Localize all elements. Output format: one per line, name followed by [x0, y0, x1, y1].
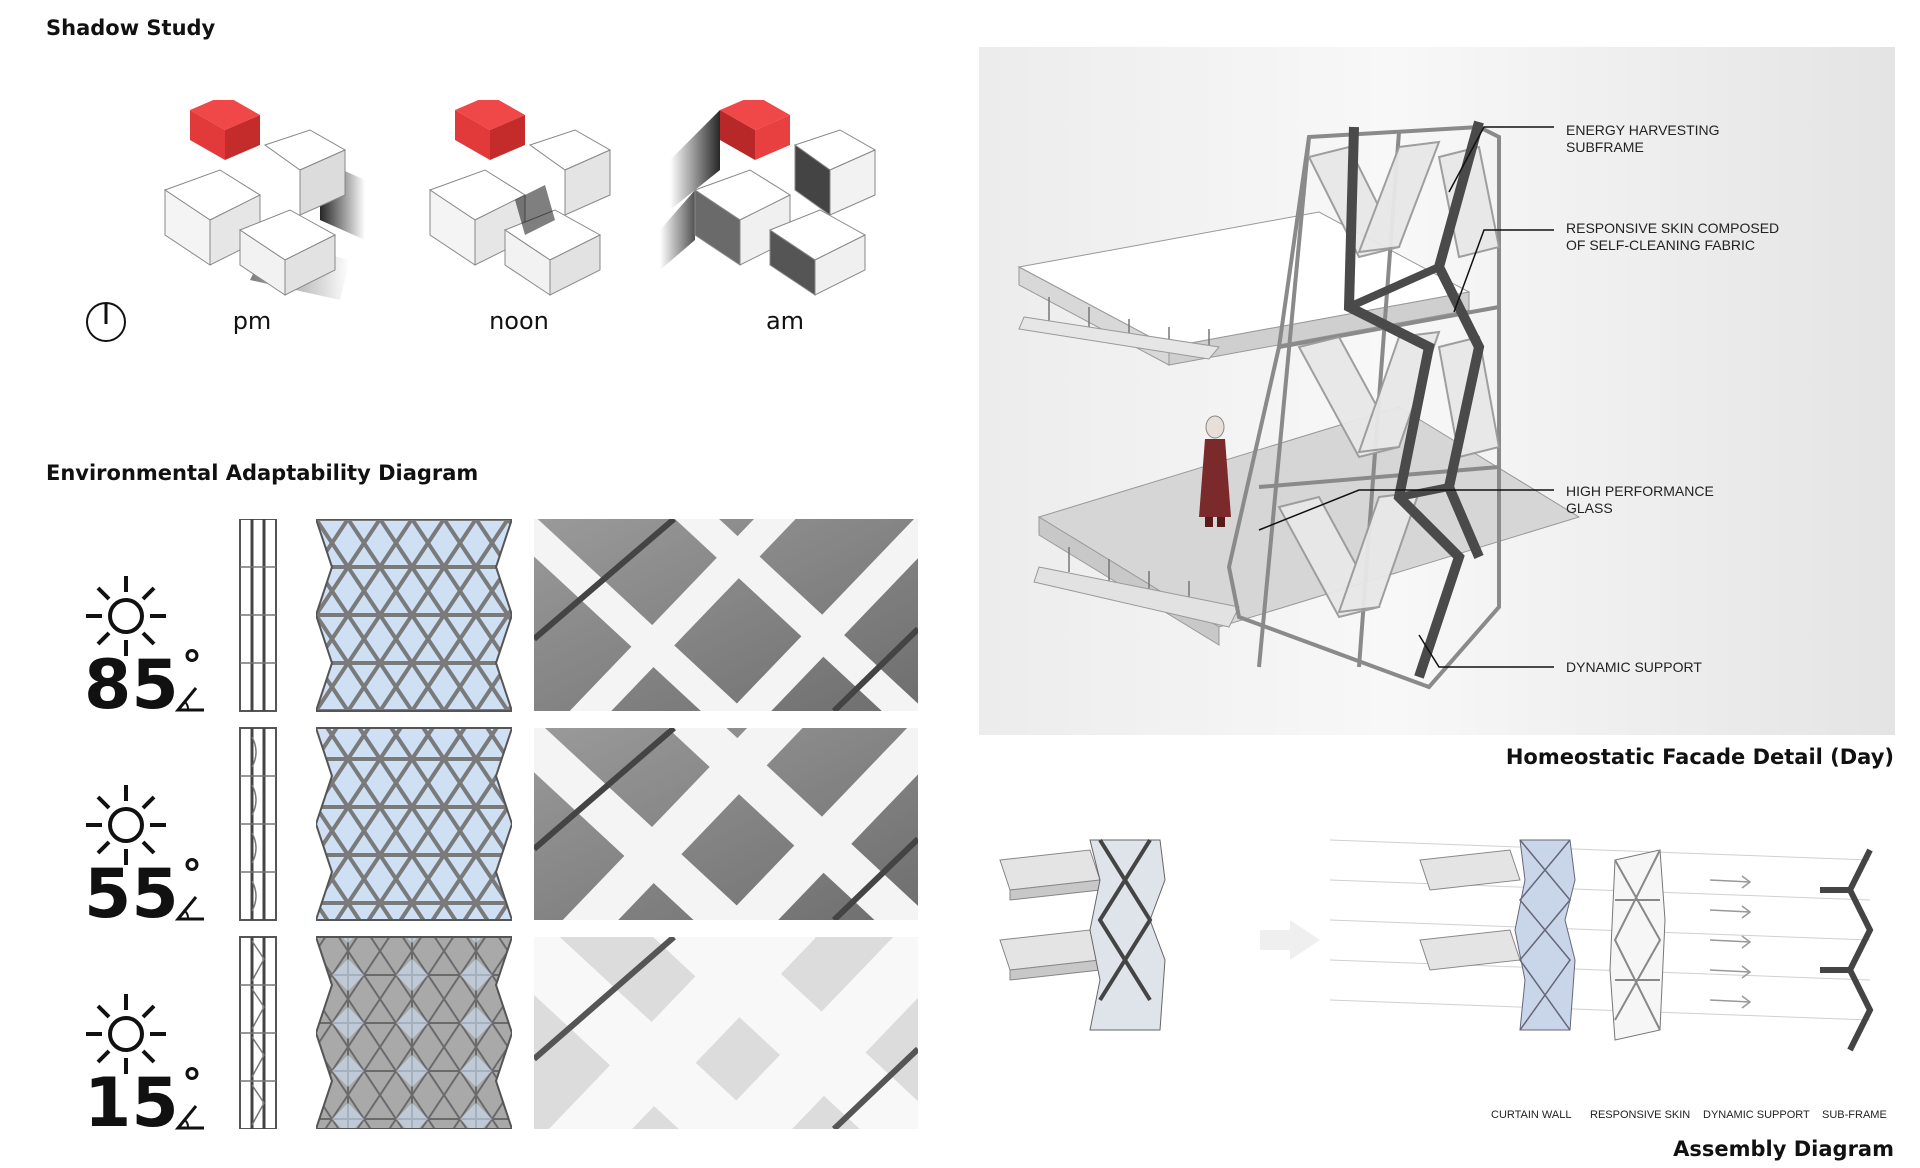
- altitude-angle-icon: [174, 896, 204, 921]
- sun-angle-value: 85: [84, 646, 179, 725]
- assembly-label-responsive-skin: RESPONSIVE SKIN: [1590, 1109, 1691, 1121]
- assembly-label-curtain-wall: CURTAIN WALL: [1491, 1109, 1572, 1121]
- facade-structure-drawing: [1017, 120, 1581, 690]
- sun-icon: [86, 994, 166, 1074]
- facade-detail-caption: Homeostatic Facade Detail (Day): [1505, 745, 1894, 769]
- curtain-wall-layer: [1514, 839, 1576, 1031]
- shadow-study-massing-models: [163, 100, 877, 300]
- dynamic-support-layer: [1709, 875, 1752, 1009]
- degree-symbol: °: [182, 852, 202, 898]
- degree-symbol: °: [182, 1061, 202, 1107]
- sun-icon: [86, 576, 166, 656]
- environmental-diagram-title: Environmental Adaptability Diagram: [46, 461, 479, 485]
- callout-responsive-skin: RESPONSIVE SKIN COMPOSED OF SELF-CLEANIN…: [1566, 220, 1780, 253]
- responsive-skin-layer: [1609, 849, 1666, 1041]
- assembly-diagram-caption: Assembly Diagram: [1673, 1137, 1894, 1161]
- sun-icon: [86, 785, 166, 865]
- triangular-panel-elevations: [316, 519, 512, 1129]
- altitude-angle-icon: [174, 687, 204, 712]
- person-figure: [1199, 415, 1231, 527]
- assembly-label-sub-frame: SUB-FRAME: [1822, 1109, 1887, 1121]
- time-label-am: am: [765, 307, 805, 335]
- sun-angle-value: 15: [84, 1064, 179, 1143]
- massing-model-pm: [163, 100, 365, 300]
- sun-angle-row-55: 55 °: [84, 783, 214, 929]
- time-label-noon: noon: [489, 307, 549, 335]
- altitude-angle-icon: [174, 1105, 204, 1130]
- assembly-exploded-diagram: [999, 838, 1874, 1052]
- facade-closeup-renders: [534, 519, 918, 1129]
- assembled-facade: [999, 838, 1166, 1031]
- massing-model-am: [660, 100, 877, 296]
- callout-energy-harvesting-subframe: ENERGY HARVESTING SUBFRAME: [1566, 122, 1720, 155]
- facade-section-strips: [239, 519, 277, 1129]
- facade-detail-render: ENERGY HARVESTING SUBFRAME RESPONSIVE SK…: [979, 47, 1895, 735]
- callout-high-performance-glass: HIGH PERFORMANCE GLASS: [1566, 483, 1714, 516]
- sun-angle-row-85: 85 °: [84, 574, 214, 720]
- time-label-pm: pm: [232, 307, 272, 335]
- massing-model-noon: [428, 100, 612, 296]
- shadow-study-title: Shadow Study: [46, 16, 216, 40]
- sun-angle-row-15: 15 °: [84, 992, 214, 1138]
- assembly-label-dynamic-support: DYNAMIC SUPPORT: [1703, 1109, 1810, 1121]
- north-compass-icon: [86, 302, 126, 342]
- sun-angle-value: 55: [84, 855, 179, 934]
- callout-dynamic-support: DYNAMIC SUPPORT: [1566, 659, 1702, 675]
- assembly-arrow-icon: [1260, 920, 1320, 960]
- sub-frame-layer: [1820, 848, 1874, 1052]
- degree-symbol: °: [182, 643, 202, 689]
